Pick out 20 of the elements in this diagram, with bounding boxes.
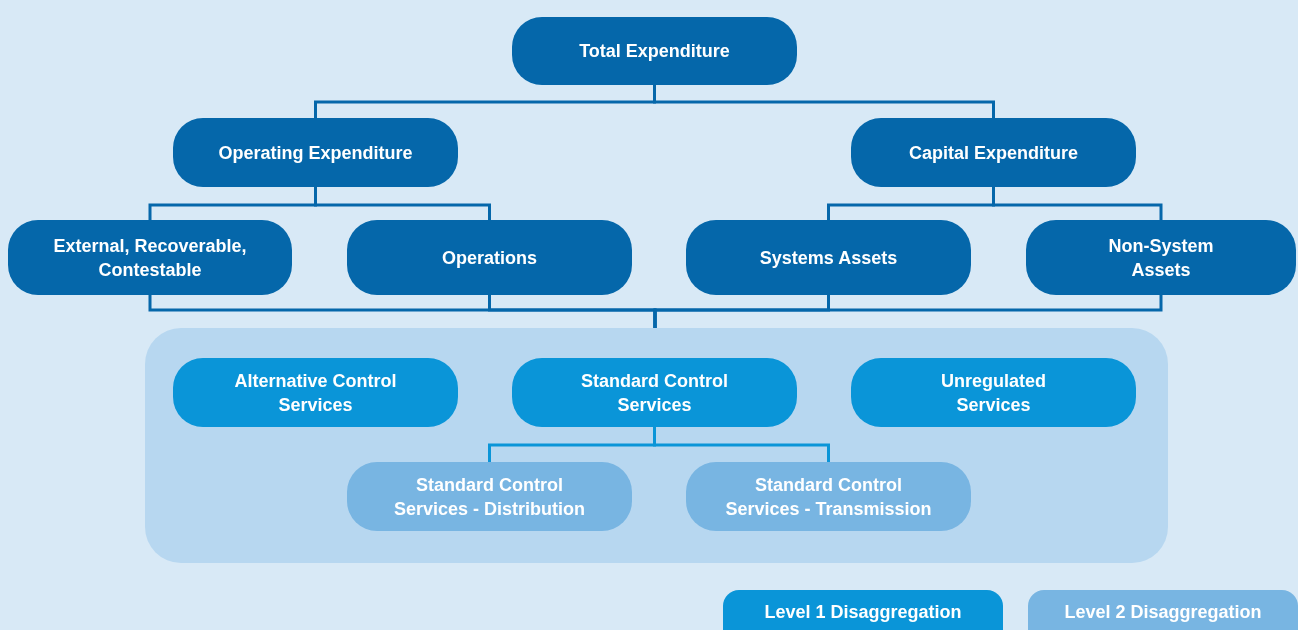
category-box: Standard Control Services [512,358,797,427]
category-box: Operations [347,220,632,295]
category-box: Standard Control Services - Transmission [686,462,971,531]
category-box: Systems Assets [686,220,971,295]
connector-line [314,187,491,220]
connector-line [992,187,1163,220]
category-box: Non-System Assets [1026,220,1296,295]
category-box: Standard Control Services - Distribution [347,462,632,531]
legend-label: Level 2 Disaggregation [1064,600,1262,624]
group-panel [145,328,1168,563]
category-box: Operating Expenditure [173,118,458,187]
connector-line [653,85,995,118]
category-box: Alternative Control Services [173,358,458,427]
category-box: Capital Expenditure [851,118,1136,187]
category-box: External, Recoverable, Contestable [8,220,292,295]
connector-line [653,427,830,462]
connector-line [653,295,1163,328]
category-box: Total Expenditure [512,17,797,85]
category-box: Unregulated Services [851,358,1136,427]
legend-label: Level 1 Disaggregation [764,600,962,624]
